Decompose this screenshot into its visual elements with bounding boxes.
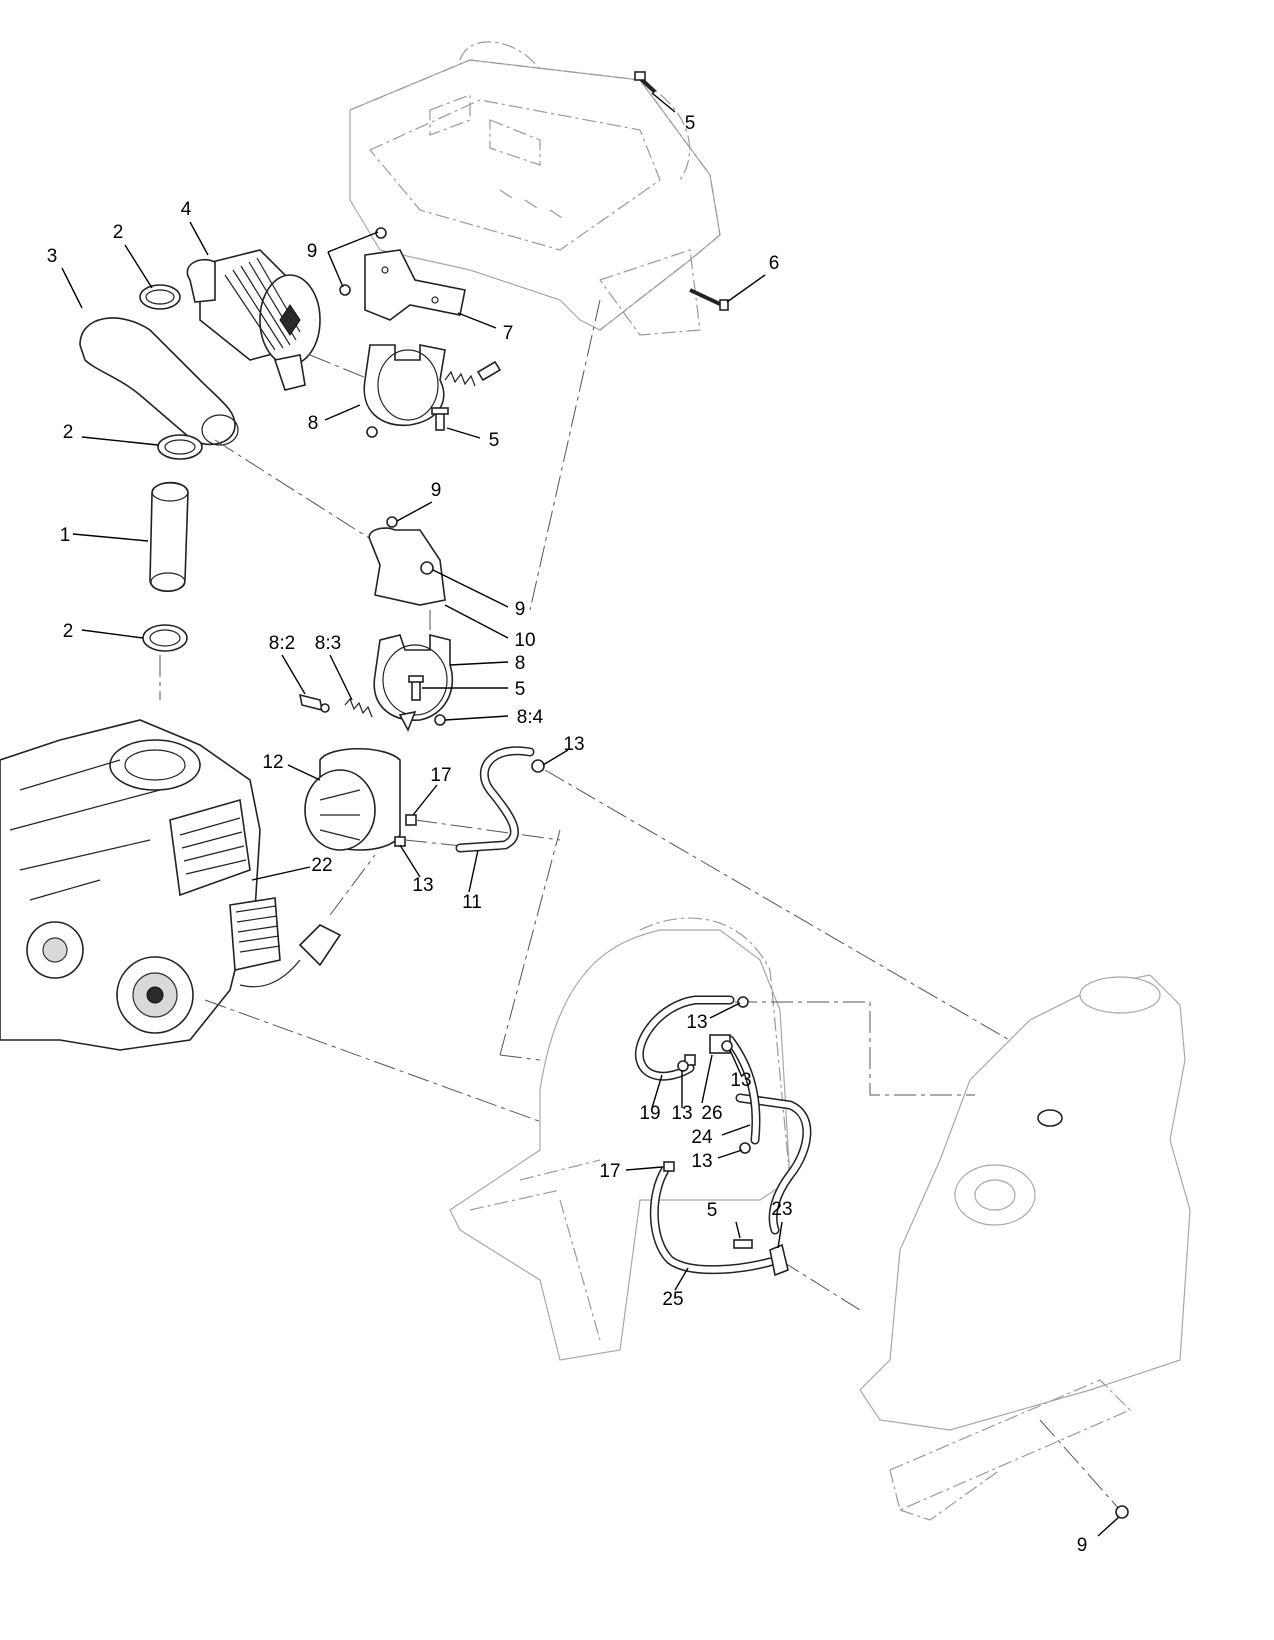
intake-tube bbox=[149, 481, 189, 592]
nut-8-4 bbox=[434, 714, 446, 726]
callout-13: 13 bbox=[686, 1012, 707, 1033]
callout-8: 8 bbox=[515, 653, 526, 674]
spring-upper bbox=[444, 360, 502, 387]
callout-6: 6 bbox=[769, 253, 780, 274]
callout-17: 17 bbox=[599, 1161, 620, 1182]
callout-1: 1 bbox=[60, 525, 71, 546]
callout-13: 13 bbox=[563, 734, 584, 755]
fuel-hose-24 bbox=[725, 1035, 812, 1235]
callout-13: 13 bbox=[671, 1103, 692, 1124]
callout-4: 4 bbox=[181, 199, 192, 220]
callout-23: 23 bbox=[771, 1199, 792, 1220]
mount-bracket-lower bbox=[368, 516, 446, 606]
nut-upper bbox=[366, 426, 378, 438]
callout-8-4: 8:4 bbox=[517, 707, 544, 728]
mount-bracket-upper bbox=[364, 249, 466, 321]
callout-24: 24 bbox=[691, 1127, 713, 1148]
callout-12: 12 bbox=[262, 752, 283, 773]
upper-frame-ghost bbox=[349, 41, 721, 611]
callout-10: 10 bbox=[514, 630, 535, 651]
fitting-13-top bbox=[531, 759, 545, 773]
callout-22: 22 bbox=[311, 855, 332, 876]
callout-8-2: 8:2 bbox=[269, 633, 295, 654]
callout-13: 13 bbox=[730, 1070, 751, 1091]
callout-9: 9 bbox=[1077, 1535, 1088, 1556]
callout-8: 8 bbox=[308, 413, 319, 434]
engine-22 bbox=[0, 719, 342, 1051]
callout-17: 17 bbox=[430, 765, 451, 786]
nut-9-lower bbox=[1115, 1505, 1129, 1519]
callout-26: 26 bbox=[701, 1103, 722, 1124]
callout-2: 2 bbox=[63, 422, 74, 443]
callout-9: 9 bbox=[515, 599, 526, 620]
fuel-tank-ghost bbox=[859, 974, 1191, 1521]
spring-8-3 bbox=[344, 697, 373, 718]
hose-clamp-bottom bbox=[142, 624, 188, 652]
callout-9: 9 bbox=[431, 480, 442, 501]
callout-5: 5 bbox=[685, 113, 696, 134]
callout-8-3: 8:3 bbox=[315, 633, 341, 654]
callouts: 5 6 2 4 3 9 7 8 5 2 1 2 9 9 10 8 5 8:4 8… bbox=[47, 113, 1088, 1556]
callout-9: 9 bbox=[307, 241, 318, 262]
clip-23 bbox=[769, 1243, 789, 1277]
air-cleaner bbox=[186, 249, 321, 391]
hose-clamp-middle bbox=[157, 434, 203, 460]
callout-13: 13 bbox=[691, 1151, 712, 1172]
callout-5: 5 bbox=[489, 430, 500, 451]
callout-3: 3 bbox=[47, 246, 58, 267]
callout-11: 11 bbox=[462, 892, 482, 913]
fitting-13-lower bbox=[394, 836, 406, 847]
callout-5: 5 bbox=[515, 679, 526, 700]
screw-lower bbox=[408, 675, 424, 701]
canister-12 bbox=[304, 747, 401, 851]
hose-11 bbox=[455, 746, 535, 853]
air-intake-hose bbox=[79, 317, 239, 446]
clamps-13 bbox=[677, 996, 751, 1154]
pin-8-2 bbox=[298, 693, 330, 713]
callout-2: 2 bbox=[63, 621, 74, 642]
callout-2: 2 bbox=[113, 222, 124, 243]
callout-25: 25 bbox=[662, 1289, 683, 1310]
callout-7: 7 bbox=[503, 323, 514, 344]
fitting-17-lower bbox=[663, 1161, 675, 1172]
lower-frame-ghost bbox=[449, 829, 791, 1361]
screw-upper bbox=[431, 407, 449, 431]
cleaner-band-upper bbox=[363, 344, 446, 427]
bolt-top-5 bbox=[634, 71, 657, 94]
callout-19: 19 bbox=[639, 1103, 660, 1124]
bolt-5-lower bbox=[733, 1239, 753, 1249]
hose-clamp-top bbox=[139, 284, 181, 310]
callout-13: 13 bbox=[412, 875, 433, 896]
fuel-hose-25 bbox=[649, 1165, 775, 1275]
callout-5: 5 bbox=[707, 1200, 718, 1221]
fuel-hose-19 bbox=[634, 995, 735, 1081]
leader-lines bbox=[61, 92, 1121, 1537]
bolt-6 bbox=[689, 288, 729, 311]
fitting-17 bbox=[405, 814, 417, 826]
